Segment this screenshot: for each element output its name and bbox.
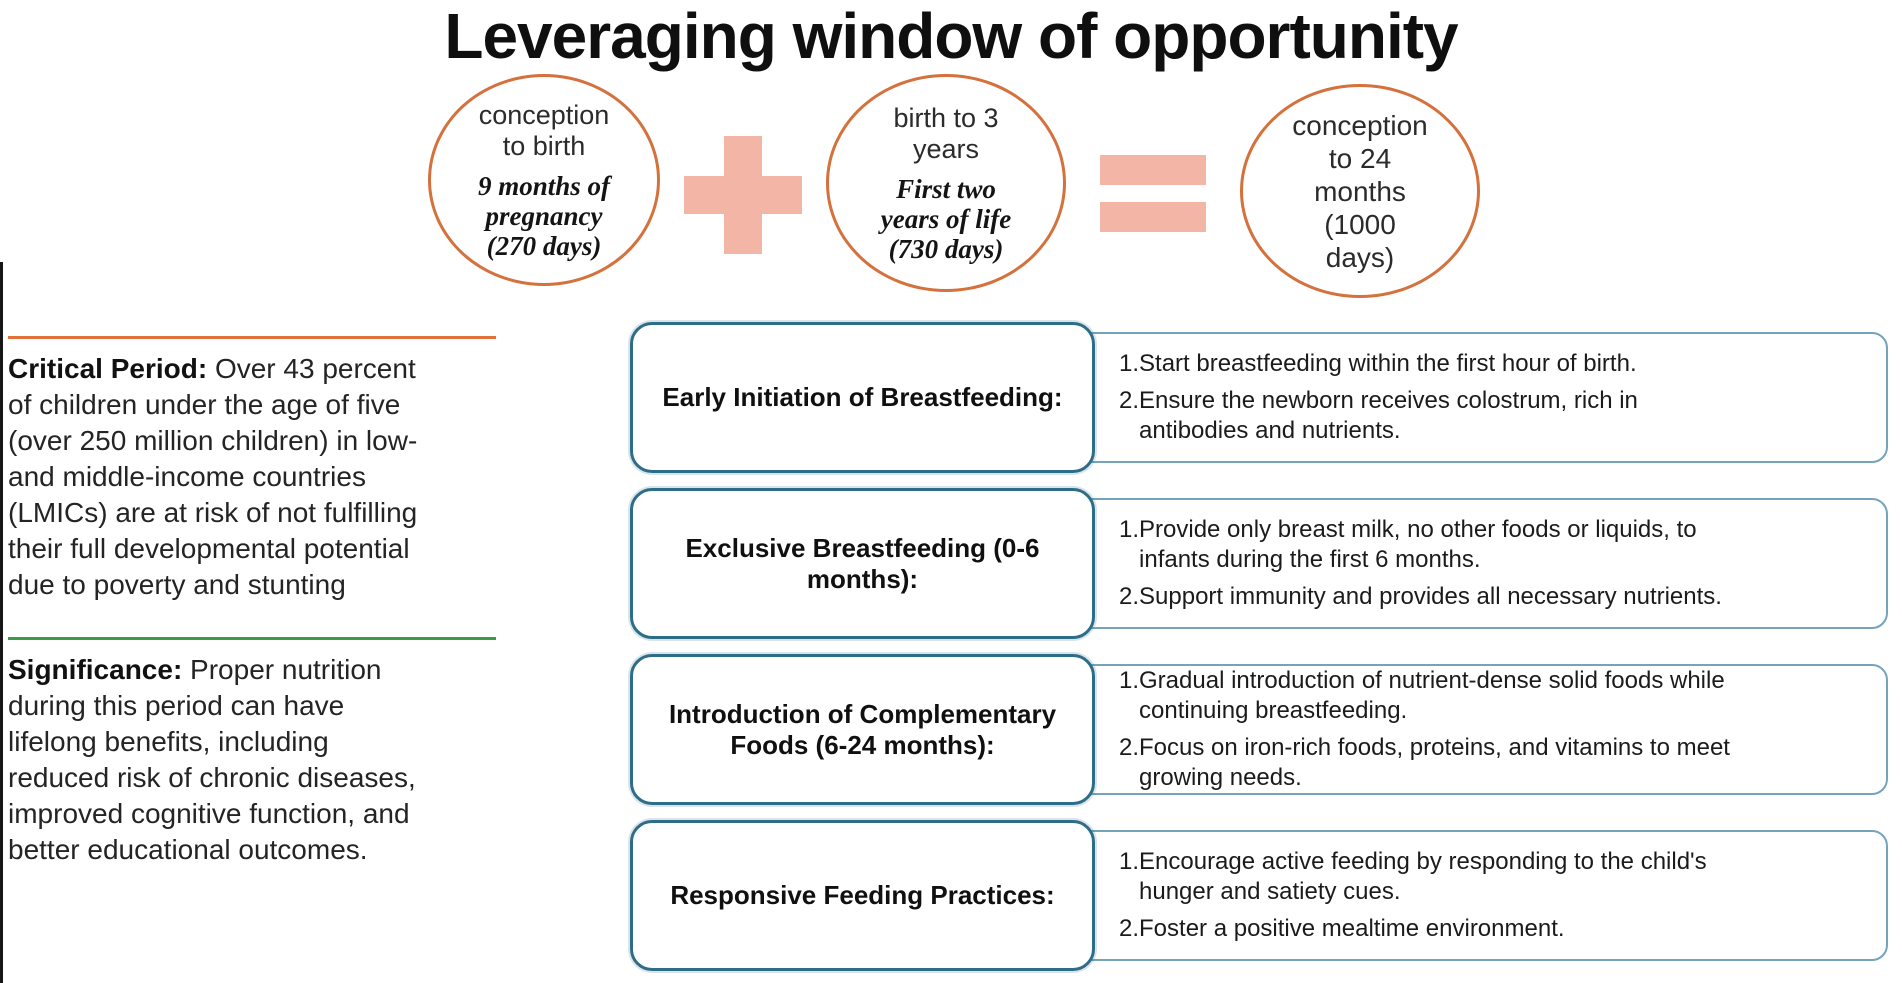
practice-label-box: Exclusive Breastfeeding (0-6 months): (630, 488, 1095, 639)
practice-label: Responsive Feeding Practices: (670, 880, 1055, 910)
circle-1000-days: conception to 24 months (1000 days) (1240, 84, 1480, 298)
scan-edge-line (0, 262, 3, 983)
orange-divider (8, 336, 496, 339)
practice-label-box: Early Initiation of Breastfeeding: (630, 322, 1095, 473)
significance-heading: Significance: (8, 654, 183, 685)
item-number: 2. (1119, 734, 1140, 761)
practice-row-exclusive-breastfeeding: Exclusive Breastfeeding (0-6 months): 1.… (630, 488, 1888, 639)
critical-period-body: Over 43 percent of children under the ag… (8, 353, 418, 600)
list-item: 2.Foster a positive mealtime environment… (1119, 914, 1870, 944)
circle-sublabel: First two years of life (730 days) (880, 173, 1012, 264)
item-number: 1. (1119, 516, 1140, 543)
circle-sublabel: 9 months of pregnancy (270 days) (477, 170, 611, 261)
list-item: 2.Ensure the newborn receives colostrum,… (1119, 386, 1870, 446)
practice-row-responsive-feeding: Responsive Feeding Practices: 1.Encourag… (630, 820, 1888, 971)
item-text: Ensure the newborn receives colostrum, r… (1139, 387, 1638, 444)
significance-paragraph: Significance: Proper nutrition during th… (8, 652, 500, 868)
green-divider (8, 637, 496, 640)
item-number: 1. (1119, 350, 1140, 377)
practice-content-box: 1.Provide only breast milk, no other foo… (1077, 498, 1888, 629)
item-text: Focus on iron-rich foods, proteins, and … (1139, 734, 1730, 791)
item-number: 2. (1119, 915, 1140, 942)
list-item: 2.Support immunity and provides all nece… (1119, 582, 1870, 612)
practice-row-complementary-foods: Introduction of Complementary Foods (6-2… (630, 654, 1888, 805)
item-number: 2. (1119, 583, 1140, 610)
critical-period-paragraph: Critical Period: Over 43 percent of chil… (8, 351, 500, 603)
practice-label: Introduction of Complementary Foods (6-2… (668, 698, 1057, 760)
item-text: Provide only breast milk, no other foods… (1139, 516, 1697, 573)
item-text: Encourage active feeding by responding t… (1139, 848, 1707, 905)
practice-content-box: 1.Encourage active feeding by responding… (1077, 830, 1888, 961)
list-item: 1.Start breastfeeding within the first h… (1119, 349, 1870, 379)
item-number: 1. (1119, 667, 1140, 694)
feeding-practices-list: Early Initiation of Breastfeeding: 1.Sta… (630, 322, 1888, 971)
practice-label: Exclusive Breastfeeding (0-6 months): (685, 532, 1040, 594)
practice-label-box: Introduction of Complementary Foods (6-2… (630, 654, 1095, 805)
item-text: Support immunity and provides all necess… (1139, 583, 1722, 610)
circle-label: birth to 3 years (893, 102, 999, 164)
item-number: 1. (1119, 848, 1140, 875)
circle-label: conception to 24 months (1000 days) (1292, 109, 1428, 273)
practice-row-early-initiation: Early Initiation of Breastfeeding: 1.Sta… (630, 322, 1888, 473)
practice-content-box: 1.Gradual introduction of nutrient-dense… (1077, 664, 1888, 795)
list-item: 2.Focus on iron-rich foods, proteins, an… (1119, 733, 1870, 793)
page-title: Leveraging window of opportunity (444, 0, 1458, 72)
equals-icon (1100, 155, 1206, 232)
critical-period-heading: Critical Period: (8, 353, 208, 384)
list-item: 1.Gradual introduction of nutrient-dense… (1119, 666, 1870, 726)
item-text: Start breastfeeding within the first hou… (1139, 350, 1637, 377)
item-text: Foster a positive mealtime environment. (1139, 915, 1565, 942)
list-item: 1.Provide only breast milk, no other foo… (1119, 515, 1870, 575)
circle-birth-to-3-years: birth to 3 years First two years of life… (826, 74, 1066, 292)
practice-content-box: 1.Start breastfeeding within the first h… (1077, 332, 1888, 463)
left-text-panel: Critical Period: Over 43 percent of chil… (8, 336, 500, 868)
practice-label: Early Initiation of Breastfeeding: (662, 382, 1063, 412)
practice-label-box: Responsive Feeding Practices: (630, 820, 1095, 971)
significance-body: Proper nutrition during this period can … (8, 654, 416, 865)
item-text: Gradual introduction of nutrient-dense s… (1139, 667, 1725, 724)
circle-label: conception to birth (478, 99, 610, 161)
list-item: 1.Encourage active feeding by responding… (1119, 847, 1870, 907)
circle-conception-to-birth: conception to birth 9 months of pregnanc… (428, 74, 660, 286)
item-number: 2. (1119, 387, 1140, 414)
plus-icon (684, 136, 802, 254)
